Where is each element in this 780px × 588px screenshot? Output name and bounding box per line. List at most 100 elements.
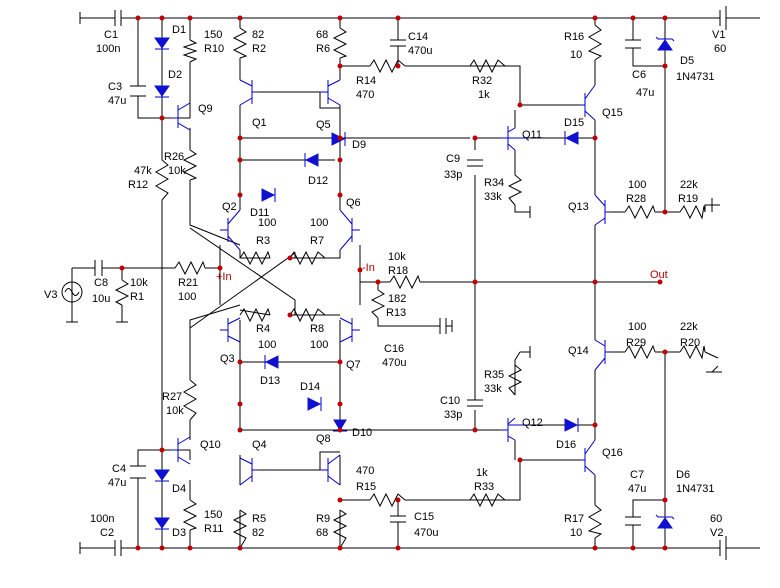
- label-c8: C8: [94, 277, 108, 289]
- diode-d16: [564, 418, 579, 432]
- label-q11: Q11: [522, 129, 542, 141]
- label-c8-value: 10u: [92, 293, 110, 305]
- label-d6-value: 1N4731: [676, 483, 715, 495]
- label-c7-value: 47u: [628, 483, 646, 495]
- diode-d1: [154, 37, 170, 49]
- label-r20-value: 22k: [680, 321, 698, 333]
- label-c2-value: 100n: [90, 513, 114, 525]
- label-d10: D10: [352, 427, 372, 439]
- label-r10-value: 150: [204, 29, 222, 41]
- label-r15: R15: [356, 481, 376, 493]
- label-r16: R16: [564, 31, 584, 43]
- resistor-r27: [183, 379, 197, 421]
- label-q8: Q8: [316, 433, 331, 445]
- label-r32-value: 1k: [478, 89, 490, 101]
- label-r1: R1: [130, 291, 144, 303]
- label-r28-value: 100: [628, 179, 646, 191]
- resistor-r1: [114, 279, 130, 306]
- label-r8-value: 100: [310, 339, 328, 351]
- label-r14: R14: [356, 75, 376, 87]
- label-c3-value: 47u: [108, 95, 126, 107]
- label-c2: C2: [100, 527, 114, 539]
- transistor-q8: [320, 454, 341, 486]
- label-r32: R32: [472, 75, 492, 87]
- label-r9-value: 68: [316, 527, 328, 539]
- label-d5-value: 1N4731: [676, 71, 715, 83]
- label-q10: Q10: [200, 439, 221, 451]
- diode-d13: [264, 355, 279, 369]
- label-c7: C7: [630, 469, 644, 481]
- diode-d5: [657, 39, 673, 51]
- resistor-r8: [289, 307, 326, 323]
- label-r4: R4: [256, 323, 270, 335]
- label-c1-value: 100n: [96, 43, 120, 55]
- label-c16-value: 470u: [382, 357, 406, 369]
- diode-d11: [261, 188, 276, 202]
- label-q5: Q5: [316, 119, 331, 131]
- label-d14: D14: [300, 381, 320, 393]
- transistor-q7: [339, 317, 360, 343]
- label-r13: R13: [386, 307, 406, 319]
- label-d12: D12: [308, 175, 328, 187]
- label-r16-value: 10: [570, 49, 582, 61]
- label-r19-value: 22k: [680, 179, 698, 191]
- resistor-r16: [587, 24, 603, 61]
- label-r14-value: 470: [356, 89, 374, 101]
- label-r11-value: 150: [204, 509, 222, 521]
- label-r5: R5: [252, 513, 266, 525]
- transistor-q12: [500, 417, 530, 442]
- label-r18: R18: [388, 265, 408, 277]
- resistor-r10: [182, 39, 198, 63]
- component-labels: C1 100n 100n C2 C3 47u C4 47u D1 D2 D4 D…: [44, 24, 726, 539]
- resistor-r28: [624, 204, 656, 220]
- label-r3: R3: [256, 235, 270, 247]
- label-c15: C15: [414, 511, 434, 523]
- label-r5-value: 82: [252, 527, 264, 539]
- transistor-q2: [220, 209, 241, 251]
- label-q12: Q12: [522, 417, 543, 429]
- label-r12: R12: [128, 179, 148, 191]
- label-v2-value: 60: [710, 513, 722, 525]
- resistor-r15: [369, 492, 406, 508]
- resistor-r7: [289, 250, 326, 266]
- resistor-r4: [239, 307, 271, 323]
- label-c1: C1: [104, 29, 118, 41]
- label-c14: C14: [408, 31, 428, 43]
- resistor-r9: [332, 509, 348, 549]
- label-d6: D6: [676, 469, 690, 481]
- capacitors: [94, 39, 641, 526]
- diode-d12: [304, 153, 319, 167]
- label-d2: D2: [168, 69, 182, 81]
- label-r7: R7: [310, 235, 324, 247]
- resistor-r34: [507, 174, 523, 206]
- label-c16: C16: [384, 343, 404, 355]
- signal-source-v3: [61, 281, 83, 303]
- label-r6-value: 68: [316, 29, 328, 41]
- transistor-q14: [594, 339, 610, 371]
- label-d5: D5: [680, 55, 694, 67]
- diode-d3: [154, 517, 170, 529]
- label-q14: Q14: [568, 345, 589, 357]
- label-c9-value: 33p: [444, 169, 462, 181]
- label-r13-value: 182: [388, 293, 406, 305]
- resistor-r13: [370, 289, 386, 319]
- label-d15: D15: [564, 117, 584, 129]
- label-r20: R20: [680, 337, 700, 349]
- label-v1: V1: [712, 29, 725, 41]
- transistor-q16: [580, 439, 596, 476]
- label-r18-value: 10k: [388, 251, 406, 263]
- transistor-q3: [220, 317, 241, 343]
- label-r2: R2: [252, 43, 266, 55]
- label-c3: C3: [108, 81, 122, 93]
- label-r34-value: 33k: [484, 191, 502, 203]
- label-v3: V3: [44, 289, 57, 301]
- label-q1: Q1: [252, 117, 267, 129]
- label-c15-value: 470u: [414, 527, 438, 539]
- transistor-q11: [500, 126, 530, 151]
- resistor-r32: [469, 58, 506, 74]
- diodes: [154, 36, 675, 530]
- transistor-q1: [239, 79, 258, 106]
- transistor-q9: [170, 102, 191, 131]
- label-r27-value: 10k: [166, 405, 184, 417]
- label-c14-value: 470u: [408, 45, 432, 57]
